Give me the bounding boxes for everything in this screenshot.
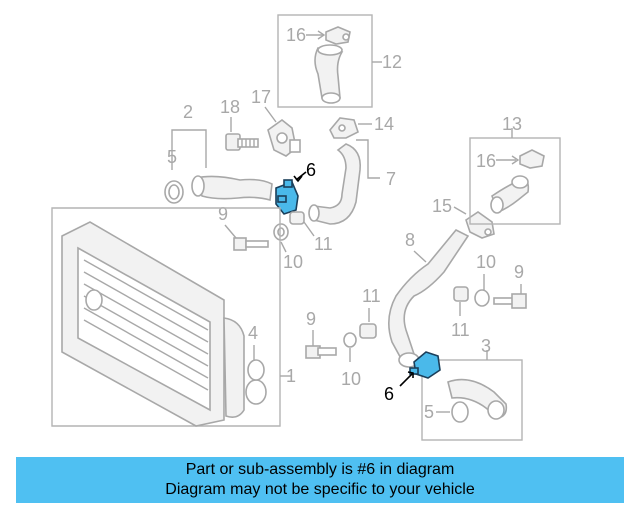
callout-6-top: 6 — [306, 160, 316, 180]
callout-9-right: 9 — [514, 262, 524, 282]
assembly-box-13 — [469, 137, 561, 225]
oring-4 — [247, 359, 265, 381]
callout-16-right: 16 — [476, 151, 496, 171]
callout-3: 3 — [481, 336, 491, 356]
assembly-box-12 — [277, 14, 373, 108]
callout-10-center: 10 — [341, 369, 361, 389]
callout-13: 13 — [502, 114, 522, 134]
clamp-6-bottom — [409, 351, 441, 379]
bolt-9-left — [233, 237, 269, 251]
parts-diagram: 12 16 18 17 14 2 5 — [51, 14, 561, 441]
banner-line-2: Diagram may not be specific to your vehi… — [165, 481, 475, 498]
callout-5-left: 5 — [167, 147, 177, 167]
oring-5-right — [451, 401, 469, 423]
hose-2 — [194, 175, 273, 202]
sensor-17 — [267, 118, 301, 157]
callout-8: 8 — [405, 230, 415, 250]
callout-11-center: 11 — [362, 286, 381, 306]
callout-5-right: 5 — [424, 402, 434, 422]
callout-17: 17 — [251, 87, 271, 107]
washer-10-center — [343, 332, 357, 348]
clip-14 — [329, 117, 359, 139]
clip-16-top — [325, 26, 351, 45]
callout-9-center: 9 — [306, 309, 316, 329]
callout-16-top: 16 — [286, 25, 306, 45]
callout-9-left: 9 — [218, 204, 228, 224]
bolt-9-right — [493, 293, 527, 309]
callout-10-left: 10 — [283, 252, 303, 272]
assembly-box-3 — [421, 359, 523, 441]
bushing-11-center — [359, 323, 377, 339]
bolt-9-center — [305, 345, 337, 359]
callout-2: 2 — [183, 102, 193, 122]
washer-10-right — [474, 289, 490, 307]
callout-4: 4 — [248, 323, 258, 343]
callout-7: 7 — [386, 169, 396, 189]
callout-14: 14 — [374, 114, 394, 134]
callout-11-right: 11 — [451, 320, 470, 340]
clamp-6-top — [275, 179, 299, 215]
callout-10-right: 10 — [476, 252, 496, 272]
callout-15: 15 — [432, 196, 452, 216]
clip-15 — [465, 211, 495, 239]
intercooler-1 — [61, 221, 267, 427]
pipe-7 — [313, 143, 362, 225]
bushing-11-right — [453, 286, 469, 302]
callout-6-bottom: 6 — [384, 384, 394, 404]
info-banner: Part or sub-assembly is #6 in diagram Di… — [16, 457, 624, 503]
callout-1: 1 — [286, 366, 296, 386]
bolt-18 — [225, 133, 259, 151]
callout-12: 12 — [382, 52, 402, 72]
washer-10-left — [273, 223, 289, 241]
banner-line-1: Part or sub-assembly is #6 in diagram — [185, 461, 455, 478]
clip-16-right — [519, 149, 545, 169]
bushing-11-left — [289, 211, 305, 225]
callout-11-left: 11 — [314, 234, 333, 254]
callout-18: 18 — [220, 97, 240, 117]
intercooler-frame — [51, 207, 281, 427]
